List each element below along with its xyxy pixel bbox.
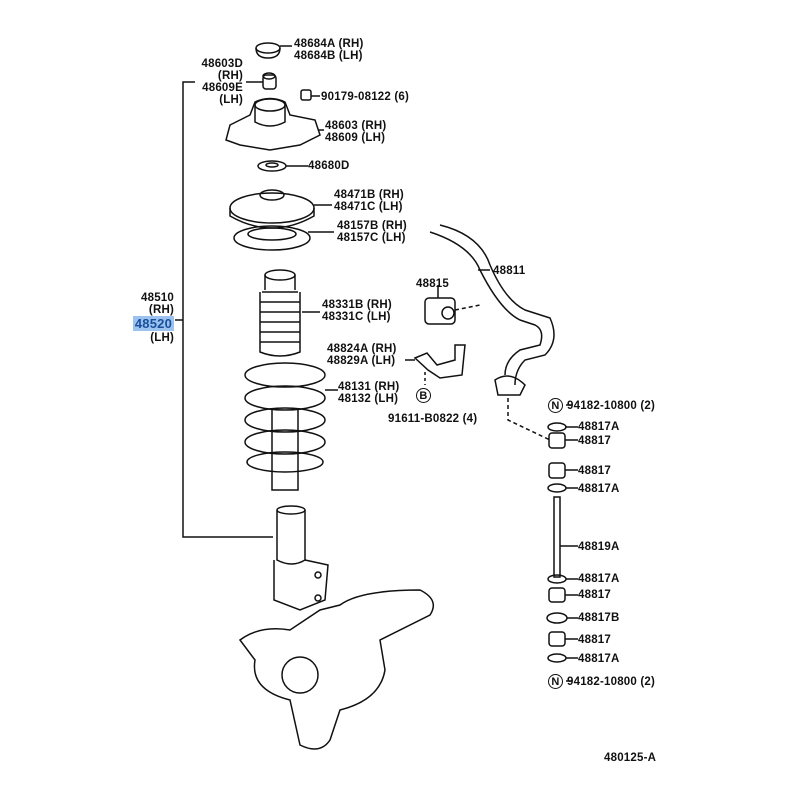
bolt-marker-b: B: [416, 388, 431, 403]
assembly-bracket-line: [182, 81, 273, 538]
part-number: 48157B (RH): [337, 220, 407, 232]
bushing-bracket-part: [413, 344, 466, 379]
label-48824[interactable]: 48824A (RH)48829A (LH): [327, 343, 397, 367]
part-number: 48331C (LH): [322, 311, 391, 323]
label-91611[interactable]: 91611-B0822 (4): [388, 413, 478, 425]
label-48815[interactable]: 48815: [416, 278, 449, 290]
part-number: 48510: [141, 292, 174, 304]
part-number: 48132 (LH): [338, 393, 399, 405]
stabilizer-bar-part: [429, 224, 555, 396]
nut-part: [262, 72, 277, 90]
part-number: 48609 (LH): [325, 132, 386, 144]
spring-seat-part: [229, 189, 315, 229]
part-number: 48684A (RH): [294, 38, 364, 50]
part-number: 48603D: [201, 58, 243, 70]
label-48471[interactable]: 48471B (RH)48471C (LH): [334, 189, 404, 213]
link-item[interactable]: 48817A: [578, 653, 620, 665]
link-item[interactable]: 48817A: [578, 573, 620, 585]
link-stack-parts: [546, 422, 568, 663]
part-side: (RH): [217, 70, 243, 82]
steering-knuckle-part: [238, 589, 435, 750]
link-item[interactable]: 48817: [578, 589, 611, 601]
stabilizer-bushing-part: [424, 297, 456, 325]
label-48157[interactable]: 48157B (RH)48157C (LH): [337, 220, 407, 244]
part-number: 94182-10800 (2): [567, 676, 656, 688]
label-48131[interactable]: 48131 (RH)48132 (LH): [338, 381, 399, 405]
link-item[interactable]: 48817B: [578, 612, 620, 624]
label-48603d[interactable]: 48603D(RH)48609E(LH): [190, 58, 243, 106]
link-item-nut-top[interactable]: N 94182-10800 (2): [548, 398, 655, 413]
label-48331[interactable]: 48331B (RH)48331C (LH): [322, 299, 392, 323]
shock-absorber-part: [273, 505, 329, 611]
part-side: (LH): [219, 94, 243, 106]
upper-support-part: [225, 97, 321, 151]
part-number: 48471B (RH): [334, 189, 404, 201]
label-48603[interactable]: 48603 (RH)48609 (LH): [325, 120, 386, 144]
part-number: 94182-10800 (2): [567, 400, 656, 412]
circle-n-icon: N: [548, 398, 563, 413]
part-number: 48824A (RH): [327, 343, 397, 355]
part-side: (RH): [148, 304, 174, 316]
selected-part-number[interactable]: 48520: [132, 316, 174, 331]
part-number: 48471C (LH): [334, 201, 403, 213]
label-48680d[interactable]: 48680D: [308, 160, 350, 172]
link-item[interactable]: 48819A: [578, 541, 620, 553]
spring-insulator-part: [233, 225, 311, 251]
label-48684[interactable]: 48684A (RH)48684B (LH): [294, 38, 364, 62]
circle-n-icon: N: [548, 674, 563, 689]
link-item[interactable]: 48817A: [578, 421, 620, 433]
diagram-code: 480125-A: [604, 752, 657, 764]
cap-part: [255, 42, 281, 59]
link-item[interactable]: 48817A: [578, 483, 620, 495]
part-number: 48331B (RH): [322, 299, 392, 311]
coil-spring-part: [244, 362, 326, 491]
label-90179[interactable]: 90179-08122 (6): [321, 91, 410, 103]
link-item[interactable]: 48817: [578, 634, 611, 646]
bump-stopper-part: [259, 269, 301, 357]
small-nut-part: [300, 89, 312, 101]
link-item[interactable]: 48817: [578, 435, 611, 447]
part-side: (LH): [150, 332, 174, 344]
washer-part: [257, 160, 287, 172]
label-48811[interactable]: 48811: [493, 265, 526, 277]
link-item-nut-bottom[interactable]: N 94182-10800 (2): [548, 674, 655, 689]
part-number: 48684B (LH): [294, 50, 363, 62]
link-item[interactable]: 48817: [578, 465, 611, 477]
part-number: 48131 (RH): [338, 381, 400, 393]
part-number: 48829A (LH): [327, 355, 396, 367]
circle-b-icon: B: [416, 388, 431, 403]
part-number: 48603 (RH): [325, 120, 387, 132]
part-number: 48157C (LH): [337, 232, 406, 244]
part-number: 48609E: [202, 82, 243, 94]
label-48510[interactable]: 48510(RH)48520(LH): [120, 292, 174, 344]
